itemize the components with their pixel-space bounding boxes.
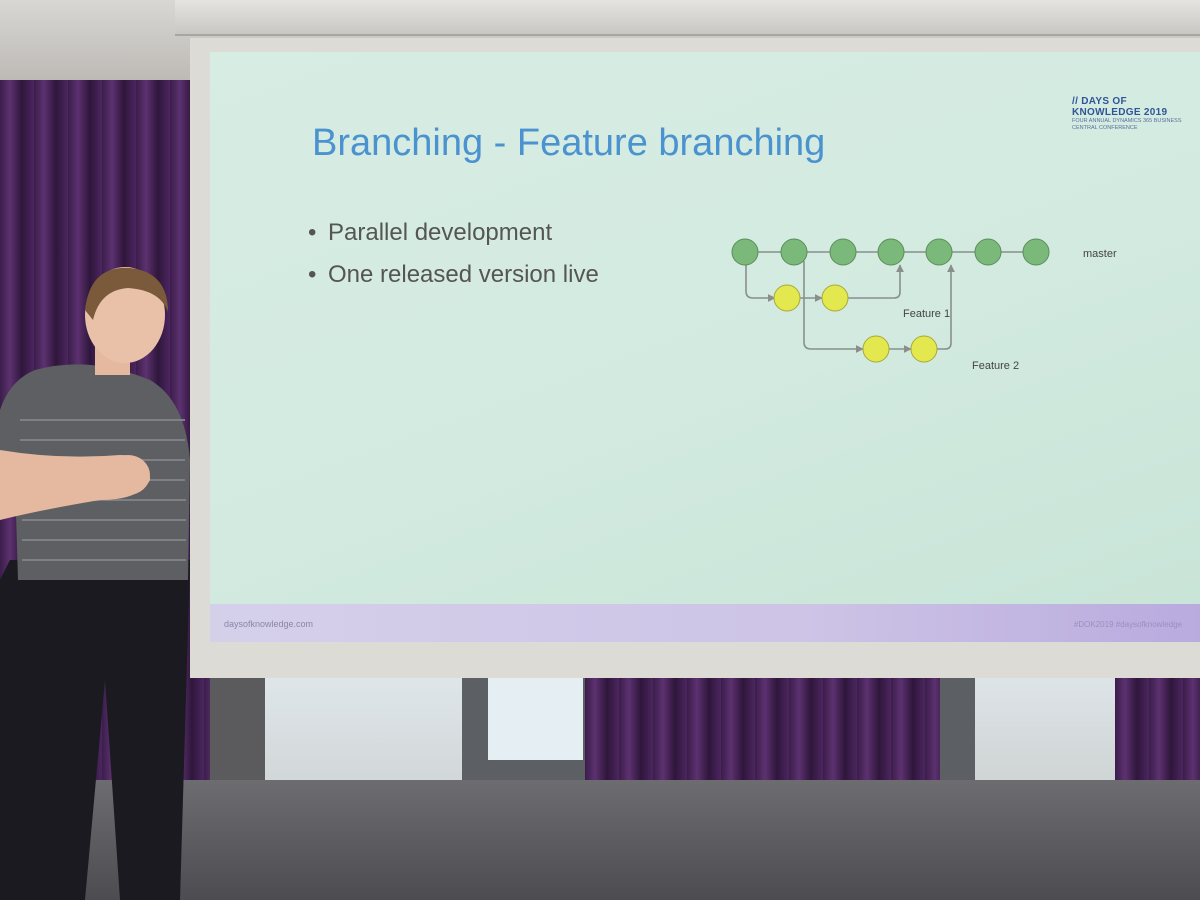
footer-url: daysofknowledge.com	[224, 619, 314, 629]
master-commit	[974, 238, 1002, 266]
feature2-merge-edge	[935, 264, 955, 350]
curtain-right	[1115, 660, 1200, 792]
feature2-commit	[862, 335, 890, 363]
brand-subtitle: FOUR ANNUAL DYNAMICS 365 BUSINESS CENTRA…	[1072, 118, 1182, 131]
feature1-label: Feature 1	[903, 308, 950, 320]
master-commit	[925, 238, 953, 266]
window-frame-right	[940, 665, 980, 785]
bullet-glyph: •	[308, 219, 317, 246]
feature1-merge-edge	[845, 264, 904, 299]
window-right	[975, 665, 1120, 783]
feature1-commit	[773, 284, 801, 312]
feature2-label: Feature 2	[972, 360, 1019, 372]
master-commit	[731, 238, 759, 266]
brand-title: // DAYS OF KNOWLEDGE 2019	[1072, 96, 1168, 118]
conference-logo: // DAYS OF KNOWLEDGE 2019 FOUR ANNUAL DY…	[1072, 96, 1192, 131]
feature-commits	[773, 284, 938, 363]
feature2-branch-edge	[803, 261, 864, 353]
feature1-branch-edge	[745, 261, 776, 302]
presenter-hand	[106, 455, 150, 495]
presenter-hair	[85, 267, 168, 320]
floor	[0, 780, 1200, 900]
branching-diagram: master Feature 1 Feature 2	[731, 238, 1117, 372]
footer-hashtags: #DOK2019 #daysofknowledge	[1073, 620, 1182, 629]
master-commit	[877, 238, 905, 266]
feature2-commit	[910, 335, 938, 363]
presenter	[0, 267, 190, 900]
bullet-text: One released version live	[328, 261, 599, 288]
bullet-text: Parallel development	[328, 219, 553, 246]
slide: // DAYS OF KNOWLEDGE 2019 FOUR ANNUAL DY…	[210, 52, 1200, 642]
slide-footer: daysofknowledge.com #DOK2019 #daysofknow…	[210, 604, 1200, 642]
feature1-commit	[821, 284, 849, 312]
bullet-list: • Parallel development • One released vers…	[308, 212, 599, 296]
bullet-item: • Parallel development	[308, 212, 599, 254]
slide-title: Branching - Feature branching	[312, 122, 826, 164]
master-commit	[1022, 238, 1050, 266]
master-commit	[780, 238, 808, 266]
master-commit	[829, 238, 857, 266]
presenter-legs	[0, 560, 190, 900]
master-commits	[731, 238, 1050, 266]
bullet-item: • One released version live	[308, 254, 599, 296]
bullet-glyph: •	[308, 261, 317, 288]
window-glass-left	[488, 672, 583, 760]
master-label: master	[1083, 248, 1117, 260]
projector-screen-housing	[175, 0, 1200, 36]
